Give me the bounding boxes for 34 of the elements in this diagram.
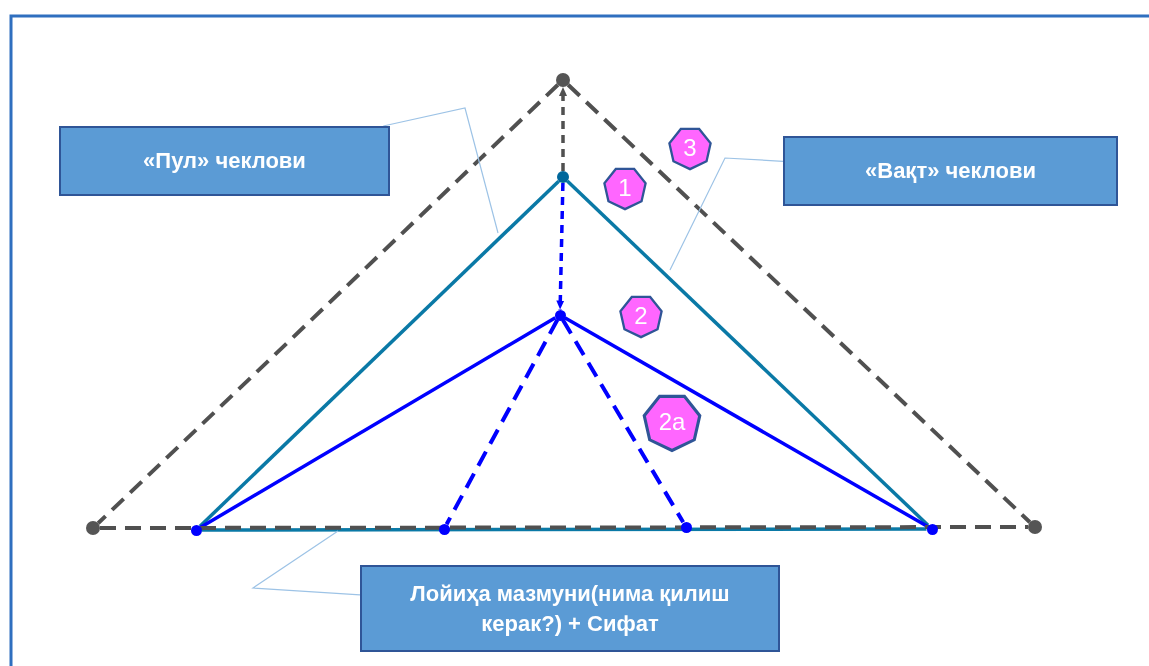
vertex-point [190, 524, 202, 536]
label-box: «Вақт» чеклови [783, 136, 1118, 206]
arrow [559, 87, 567, 171]
vertex-point [680, 521, 692, 533]
vertex-point [554, 309, 566, 321]
triangle-side [563, 316, 929, 528]
number-badge [667, 125, 713, 171]
vertex-point [438, 523, 450, 535]
leader-line [382, 107, 499, 234]
label-box: «Пул» чеклови [59, 126, 390, 196]
triangle-side [561, 318, 685, 524]
triangle-side [198, 179, 560, 528]
leader-line [251, 530, 361, 596]
label-box: Лойиҳа мазмуни(нима қилиш керак?) + Сифат [360, 565, 780, 652]
badge-number: 2 [633, 301, 649, 331]
triangle-side [566, 179, 930, 527]
vertex-point [926, 523, 938, 535]
vertex-point [557, 171, 569, 183]
triangle-side [100, 525, 1028, 530]
number-badge [618, 293, 664, 339]
triangle-side [444, 318, 560, 526]
triangle-side [201, 527, 927, 532]
leader-line [669, 157, 784, 271]
vertex-point [86, 521, 100, 535]
triangle-side [96, 83, 560, 525]
badge-number: 1 [617, 173, 633, 203]
triangle-side [199, 316, 557, 529]
badge-number: 3 [682, 133, 698, 163]
triangle-side [566, 83, 1032, 524]
number-badge [602, 165, 648, 211]
vertex-point [556, 73, 570, 87]
arrow [556, 182, 565, 310]
badge-number: 2а [657, 407, 687, 437]
vertex-point [1028, 520, 1042, 534]
